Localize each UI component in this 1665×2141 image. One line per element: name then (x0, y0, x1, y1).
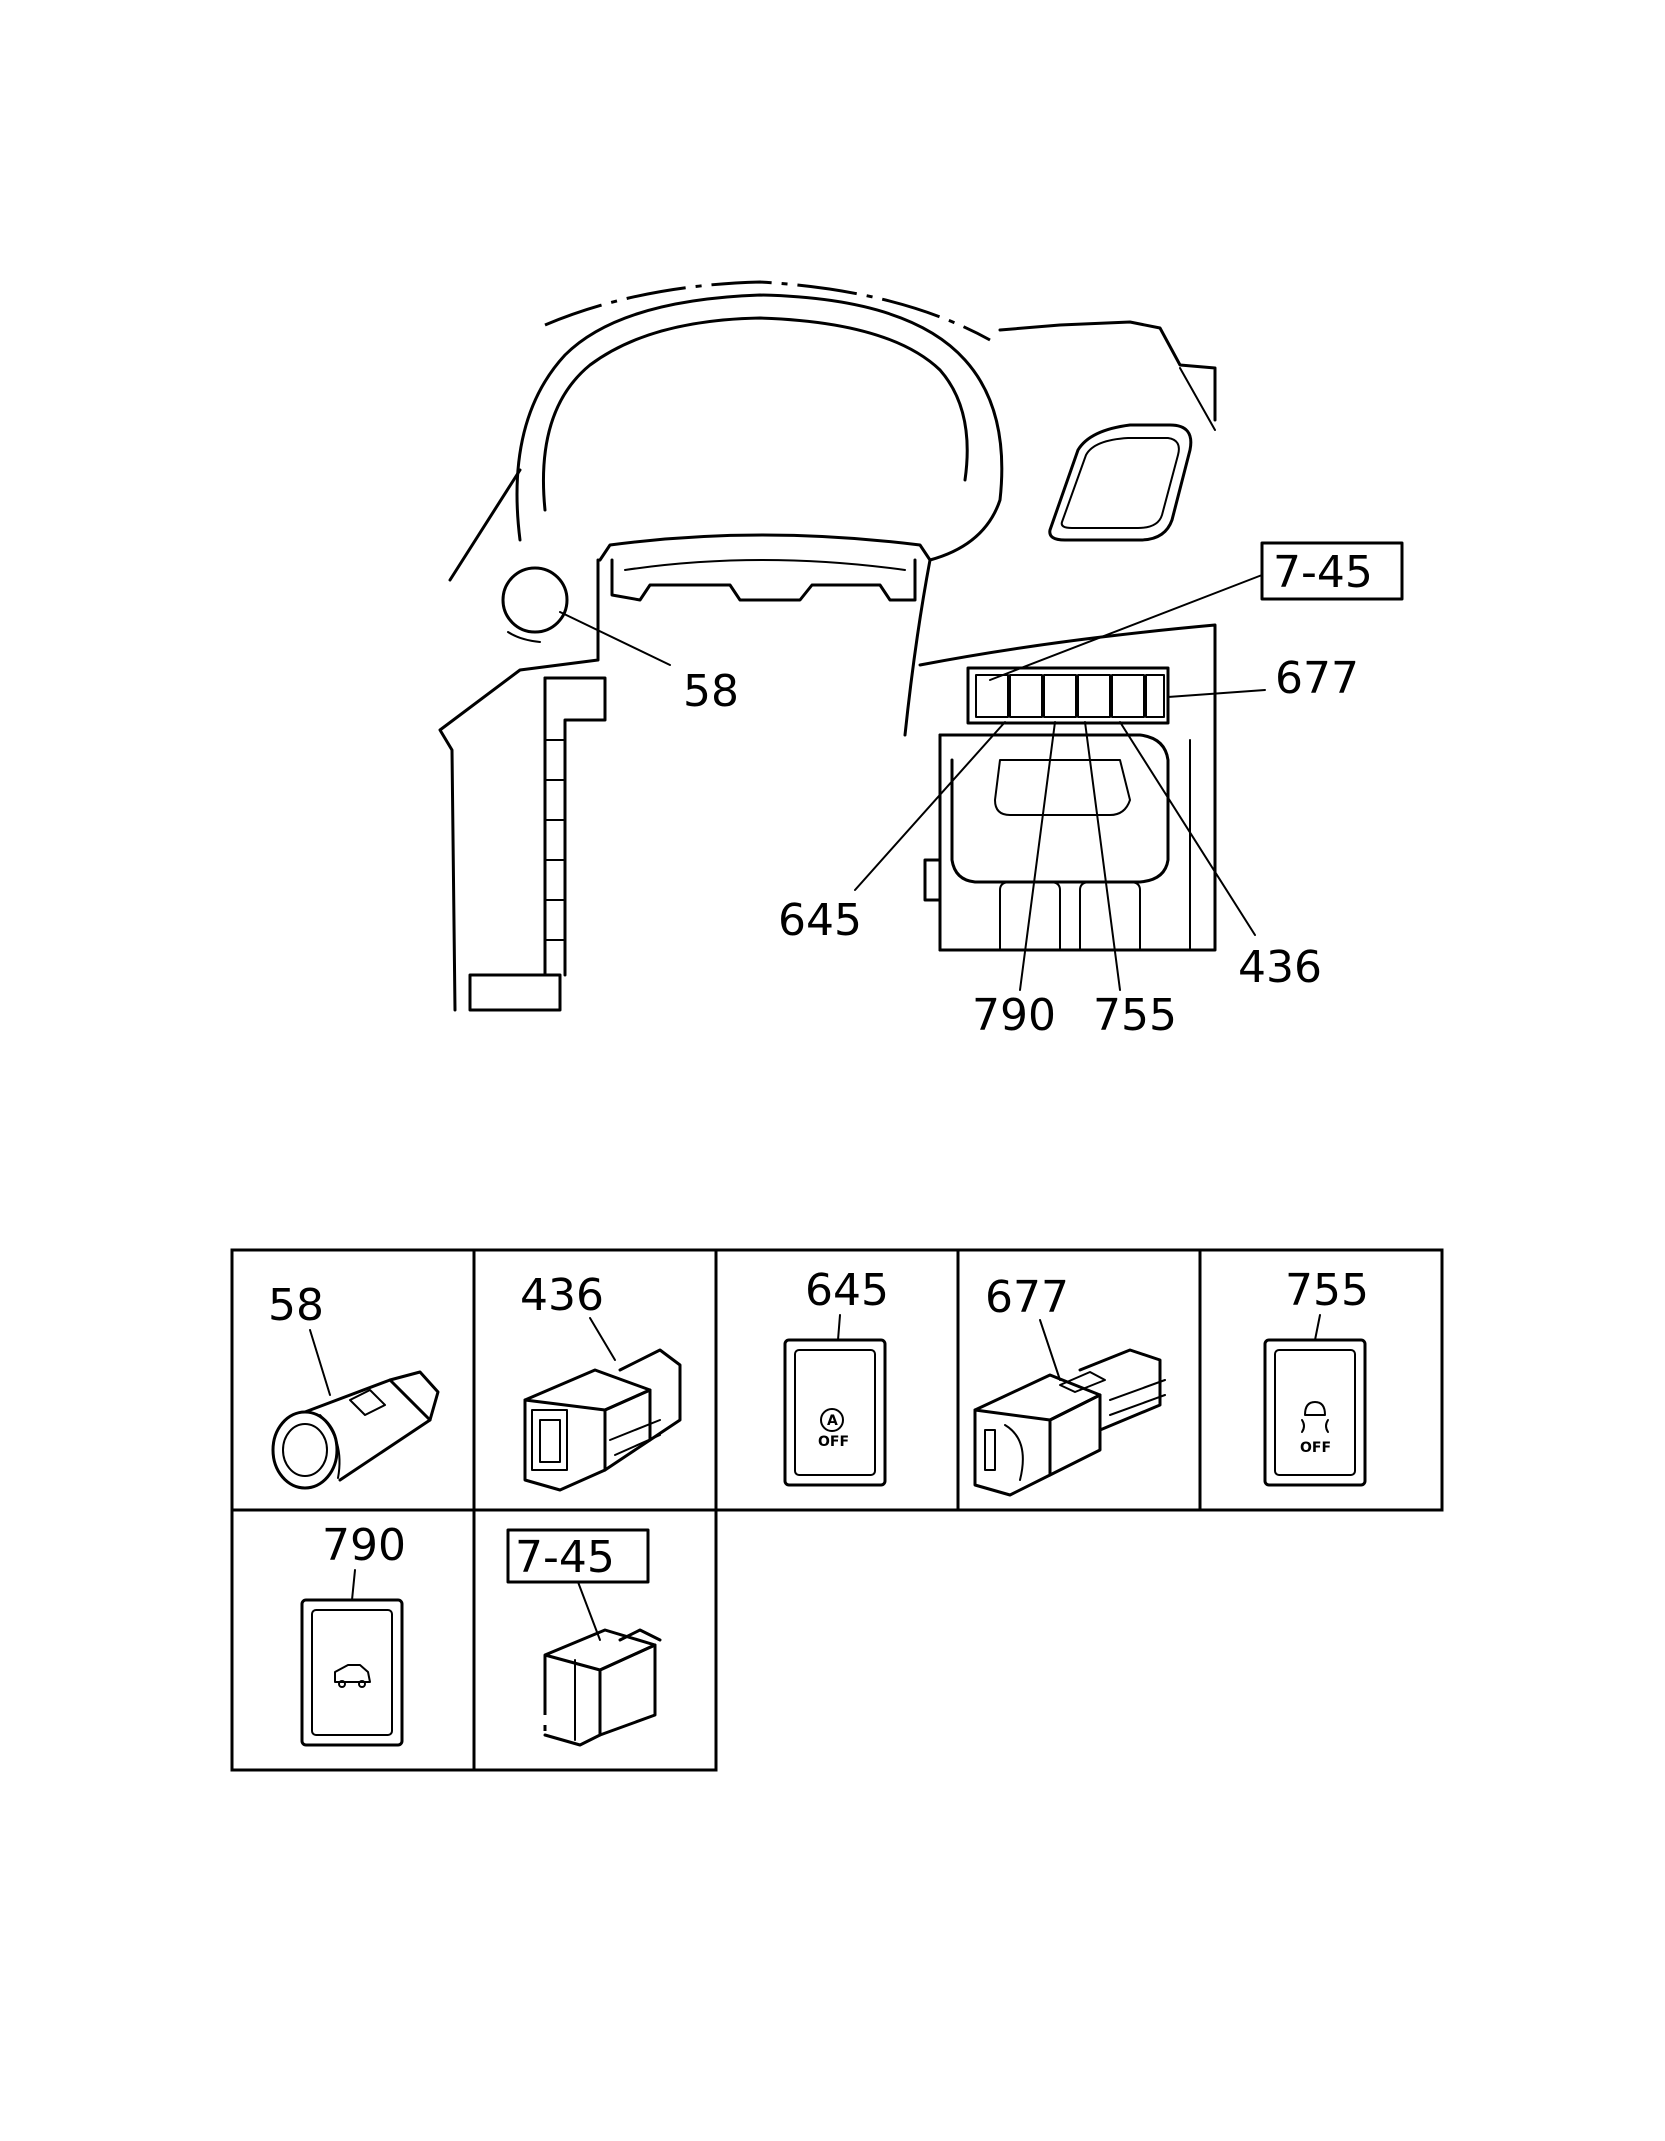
cell-label: 58 (268, 1280, 324, 1331)
cell-label: 790 (322, 1520, 406, 1571)
dashboard-drawing (438, 280, 1217, 1012)
parts-table (230, 1248, 1444, 1772)
cell-label: 755 (1285, 1265, 1369, 1316)
cell-7-45: 7-45 (506, 1528, 662, 1747)
callout-7-45-box (1260, 541, 1404, 601)
switch-436-part (523, 1348, 682, 1492)
callout-790: 790 (972, 990, 1056, 1041)
cell-58: 58 (268, 1280, 440, 1490)
off-label-755: OFF (1300, 1440, 1331, 1456)
callout-645: 645 (778, 895, 862, 946)
leader-lines (559, 574, 1266, 991)
auto-stop-icon (820, 1408, 844, 1432)
cell-436: 436 (520, 1270, 682, 1492)
cell-label: 7-45 (515, 1532, 615, 1583)
power-outlet-part (271, 1370, 440, 1490)
callout-7-45: 7-45 (1273, 547, 1373, 598)
auto-icon-letter: A (827, 1413, 838, 1429)
callout-436: 436 (1238, 942, 1322, 993)
cell-677: 677 (973, 1272, 1166, 1497)
cell-label: 677 (985, 1272, 1069, 1323)
traction-off-switch-part: OFF (1263, 1338, 1367, 1487)
callout-755: 755 (1093, 990, 1177, 1041)
off-label-645: OFF (818, 1434, 849, 1450)
cell-label: 645 (805, 1265, 889, 1316)
switch-790-part (300, 1598, 404, 1747)
traction-control-icon (1301, 1401, 1329, 1433)
auto-off-switch-part: A OFF (783, 1338, 887, 1487)
cell-790: 790 (300, 1520, 406, 1747)
vehicle-icon (334, 1664, 371, 1683)
callout-58: 58 (683, 666, 739, 717)
cell-755: 755 OFF (1263, 1265, 1369, 1487)
cell-label: 436 (520, 1270, 604, 1321)
power-outlet-drawing (501, 566, 569, 634)
switch-7-45-part (543, 1628, 662, 1747)
switch-bank (966, 666, 1170, 725)
callout-677: 677 (1275, 653, 1359, 704)
switch-677-part (973, 1348, 1166, 1497)
cell-645: 645 A OFF (783, 1265, 889, 1487)
